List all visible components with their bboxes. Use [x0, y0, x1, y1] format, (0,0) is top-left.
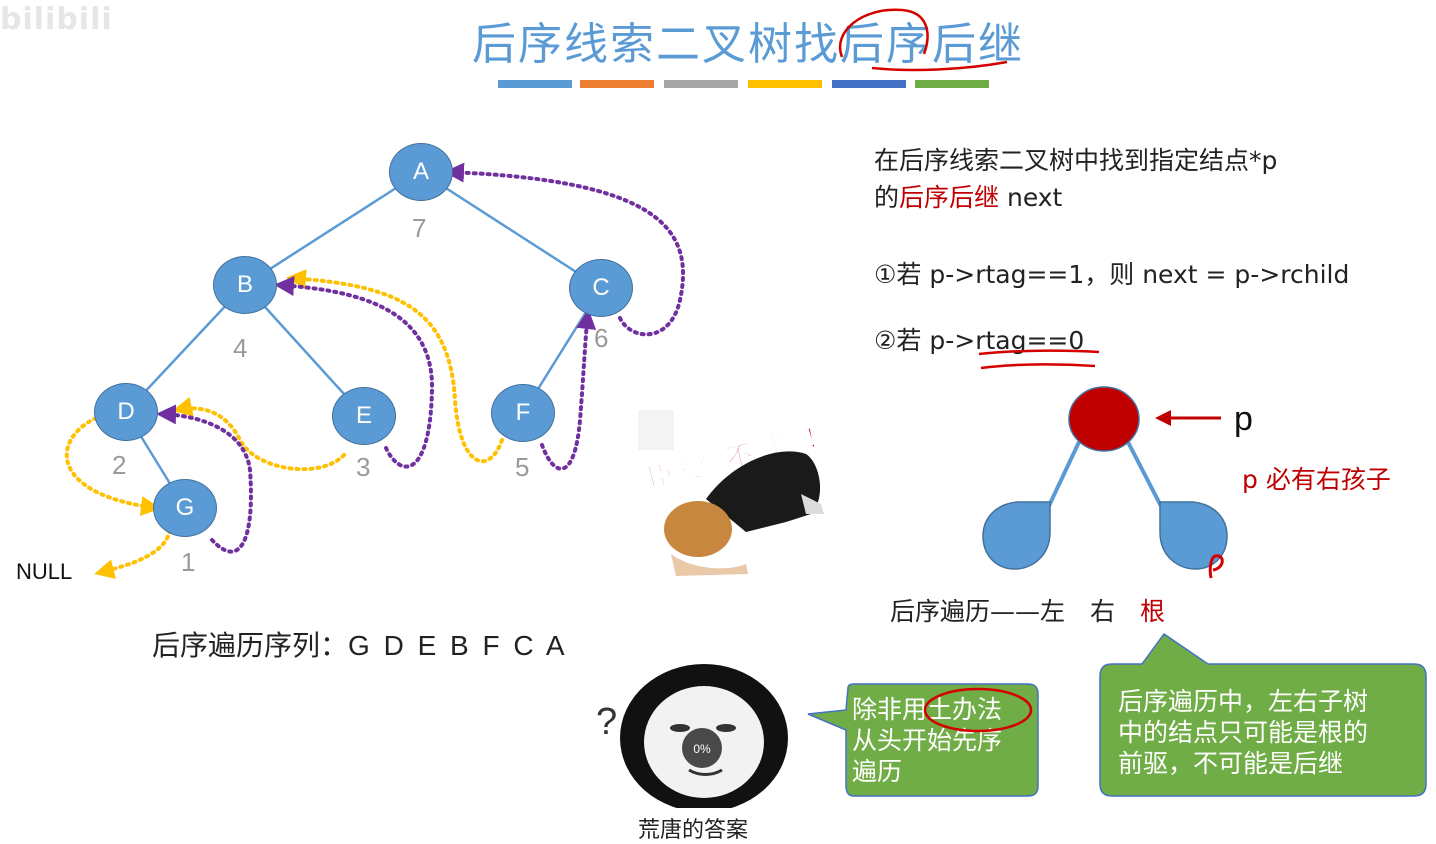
tree-node-d: D: [94, 383, 158, 441]
order-label-d: 2: [112, 450, 127, 480]
speech-bubble-2-line-2: 中的结点只可能是根的: [1118, 718, 1369, 747]
order-label-b: 4: [233, 333, 248, 363]
tree-node-f: F: [491, 384, 555, 442]
loading-progress-text: 0%: [693, 742, 711, 756]
meme-panda-face-image: 0% ?: [596, 658, 792, 808]
postorder-value: G D E B F C A: [348, 630, 568, 661]
purple-threads: [156, 162, 685, 554]
traversal-prefix: 后序遍历——左 右: [890, 597, 1141, 626]
speech-bubble-1-line-3: 遍历: [852, 757, 903, 786]
traversal-order-text: 后序遍历——左 右 根: [890, 592, 1165, 628]
traversal-root: 根: [1140, 597, 1166, 626]
order-label-c: 6: [594, 323, 609, 353]
right-child-note: p 必有右孩子: [1242, 465, 1391, 494]
panda-caption: 荒唐的答案: [638, 818, 749, 843]
speech-bubble-2-shape: [1099, 632, 1427, 797]
null-label: NULL: [16, 559, 73, 584]
color-bar-5: [832, 80, 906, 88]
tree-node-c: C: [569, 259, 633, 317]
desc-line-2-suffix: next: [999, 183, 1063, 212]
speech-bubble-2-line-3: 前驱，不可能是后继: [1118, 749, 1344, 778]
schematic-p-label: p: [1234, 400, 1253, 438]
case-2-text: ②若 p->rtag==0: [874, 321, 1084, 357]
bubble-1-circle-scribble: [923, 687, 1033, 733]
order-label-a: 7: [412, 213, 427, 243]
case-2-prefix: ②若: [874, 326, 930, 355]
speech-bubble-1-line-1: 除非用土办法: [852, 695, 1003, 724]
color-bar-1: [498, 80, 572, 88]
postorder-label: 后序遍历序列：: [152, 629, 349, 662]
watermark-logo: bilibili: [0, 2, 113, 37]
schematic-root-with-subtrees: [982, 386, 1228, 579]
desc-highlight: 后序后继: [899, 183, 1000, 212]
order-label-e: 3: [356, 452, 371, 482]
desc-line-2-prefix: 的: [874, 183, 900, 212]
speech-bubble-2-text: 后序遍历中，左右子树 中的结点只可能是根的 前驱，不可能是后继: [1118, 686, 1368, 779]
order-label-f: 5: [515, 452, 530, 482]
question-mark-text: ?: [596, 701, 617, 743]
speech-bubble-2-line-1: 后序遍历中，左右子树: [1118, 687, 1369, 716]
tree-node-a: A: [389, 143, 453, 201]
tree-node-b: B: [213, 256, 277, 314]
color-bar-3: [664, 80, 738, 88]
order-label-g: 1: [181, 547, 196, 577]
postorder-sequence: 后序遍历序列：G D E B F C A: [152, 624, 568, 664]
color-bar-2: [580, 80, 654, 88]
loading-indicator-icon: [682, 728, 722, 768]
color-bar-6: [915, 80, 989, 88]
page-title: 后序线索二叉树找后序后继: [472, 19, 1024, 70]
color-bar-4: [748, 80, 822, 88]
case-2-underline-scribble: [978, 349, 1100, 370]
desc-line-2: 的后序后继 next: [874, 178, 1062, 214]
tree-node-e: E: [332, 387, 396, 445]
title-annotation-scribble: [838, 8, 1008, 72]
meme-kneeling-character-image: 臣妾做不到啊！: [638, 410, 836, 576]
yellow-threads: [64, 269, 504, 579]
desc-line-1: 在后序线索二叉树中找到指定结点*p: [874, 146, 1278, 175]
case-1-text: ①若 p->rtag==1，则 next = p->rchild: [874, 260, 1350, 289]
speech-bubble-1-shape: [807, 683, 1039, 797]
speech-bubble-1-text: 除非用土办法 从头开始先序 遍历: [852, 694, 1002, 787]
tree-node-g: G: [153, 479, 217, 537]
